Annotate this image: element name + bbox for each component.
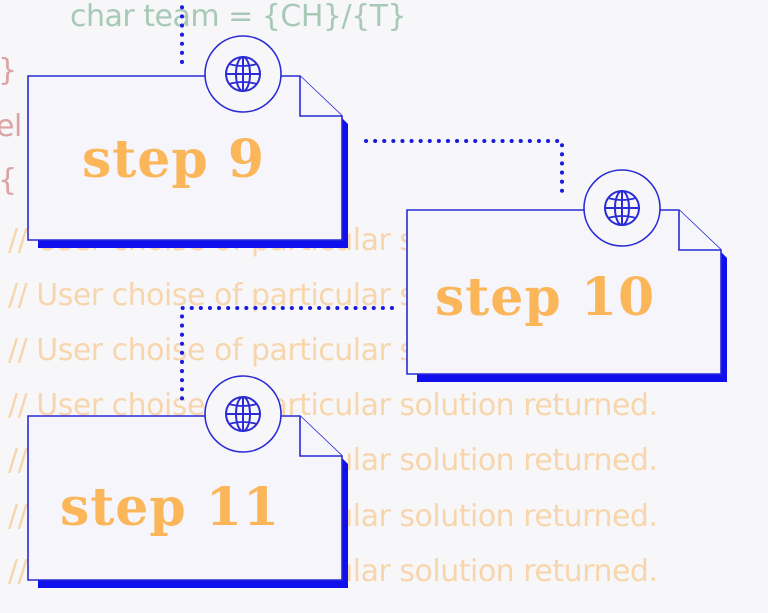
card-fold: [299, 76, 342, 117]
bg-code-line: char team = {CH}/{T}: [70, 0, 407, 34]
bg-code-line: el: [0, 109, 22, 144]
globe-icon: [204, 375, 282, 453]
connector-9-to-10: [364, 139, 564, 198]
globe-icon: [204, 35, 282, 113]
step-label: step 10: [435, 267, 656, 328]
step-card-9: step 9: [27, 35, 358, 252]
card-fold: [299, 416, 342, 457]
globe-icon: [583, 169, 661, 247]
bg-code-line: }: [0, 56, 17, 86]
step-card-10: step 10: [406, 169, 737, 386]
card-fold: [678, 210, 721, 251]
bg-code-line: {: [0, 166, 17, 196]
step-card-11: step 11: [27, 375, 358, 592]
step-label: step 9: [82, 129, 266, 190]
connector-10-to-11: [180, 306, 394, 406]
step-label: step 11: [60, 477, 281, 538]
